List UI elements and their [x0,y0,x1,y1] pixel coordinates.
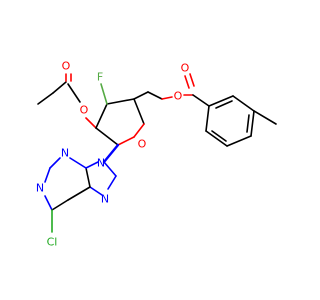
acetyl-carbonyl-oxygen: O [62,60,71,73]
bond-methyl [253,110,277,125]
bond-c4-n9 [85,161,99,169]
bond-c5-c4 [85,167,91,188]
purine-n7: N [101,193,109,206]
bond-c2-n1 [44,167,51,183]
bond-co-o-double [184,75,190,89]
atom-o: O [138,138,147,151]
bond-c1-n9 [102,143,120,164]
fluorine: F [97,71,103,84]
bond-c6-c5 [51,199,69,211]
bond-n3-c2 [49,157,61,169]
atom-o: O [181,62,190,75]
atom-o: O [174,90,183,103]
purine-n9: N [97,157,105,170]
chlorine: Cl [47,236,58,249]
acetyl-ester-oxygen: O [80,104,89,117]
atom-n: N [61,147,69,160]
bond-acetyl-c-o [52,81,67,94]
molecule-structure: O O F O O O N N N N Cl [36,60,277,249]
bond-c1-c2 [95,127,119,146]
bond-c2-c3 [95,103,108,129]
bond-c5-ch2 [133,91,149,100]
bond-oester-c2 [85,117,97,129]
bonds [37,73,277,233]
bond-c3-f [100,83,108,105]
atom-o: O [62,60,71,73]
bond-ch2-c [147,91,163,100]
bond-n7-c5 [89,186,103,196]
bond-c3-c4 [106,98,135,105]
atom-cl: Cl [47,236,58,249]
bond-c4-c5 [133,98,145,125]
benzoyl-carbonyl-oxygen: O [181,62,190,75]
bond-benz-inner-2 [246,114,250,133]
bond-c5-o [133,123,145,138]
bond-c4-n3 [69,157,87,169]
bond-o-c1 [117,136,135,146]
bond-benz-5 [205,130,228,147]
bond-benz-1 [208,95,234,107]
atom-n: N [101,193,109,206]
bond-acetyl-methyl [37,92,54,105]
bond-c5-c5b [67,186,91,201]
bond-benz-inner-1 [215,100,233,109]
bond-benz-2 [232,95,255,112]
bond-co-o-double2 [189,73,195,87]
bond-acetyl-c-oester [67,83,81,103]
atom-n: N [97,157,105,170]
bond-benz-4 [226,135,252,147]
bond-n1-c6 [44,195,53,211]
atom-f: F [97,71,103,84]
bond-benz-3 [250,110,255,137]
atom-labels: O O F O O O N N N N Cl [36,60,190,249]
ester-oxygen: O [174,90,183,103]
bond-c8-n7 [107,175,117,190]
bond-ch2-o [161,96,173,100]
atom-n: N [36,182,44,195]
ring-oxygen: O [138,138,147,151]
atom-o: O [80,104,89,117]
bond-benz-6 [205,105,210,132]
bond-benz-inner-3 [211,130,227,142]
bond-co-ring [192,94,210,107]
bond-n9-c8 [103,161,117,177]
purine-n1: N [36,182,44,195]
purine-n3: N [61,147,69,160]
